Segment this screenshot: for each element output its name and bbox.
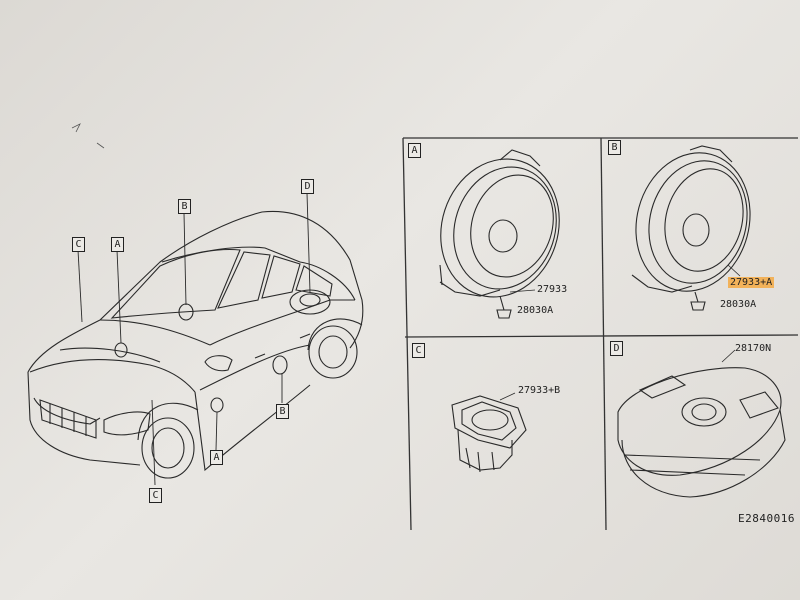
- car-outline: [27, 210, 364, 479]
- corner-marks: [71, 123, 105, 149]
- woofer-d-drawing: [617, 367, 786, 498]
- callout-a: A: [111, 237, 124, 252]
- speaker-a-drawing: [439, 149, 560, 319]
- part-number-a-screw: 28030A: [517, 305, 554, 316]
- speaker-b-drawing: [631, 145, 751, 311]
- panel-grid: [402, 137, 799, 531]
- callout-b-side: B: [276, 404, 289, 419]
- panel-c-label: C: [412, 343, 425, 358]
- callout-a-bottom: A: [210, 450, 223, 465]
- panel-a-label: A: [408, 143, 421, 158]
- callout-b: B: [178, 199, 191, 214]
- diagram-code: E2840016: [738, 512, 795, 525]
- callout-c: C: [72, 237, 85, 252]
- part-number-b-speaker-highlighted: 27933+A: [728, 277, 775, 288]
- panel-b-label: B: [608, 140, 621, 155]
- part-number-d-woofer: 28170N: [735, 343, 772, 354]
- callout-c-bottom: C: [149, 488, 162, 503]
- part-number-b-screw: 28030A: [720, 299, 757, 310]
- callout-d: D: [301, 179, 314, 194]
- part-number-a-speaker: 27933: [537, 284, 568, 295]
- callout-leaders: [77, 192, 311, 486]
- tweeter-c-drawing: [451, 395, 527, 473]
- part-number-c-tweeter: 27933+B: [518, 385, 561, 396]
- panel-d-label: D: [610, 341, 623, 356]
